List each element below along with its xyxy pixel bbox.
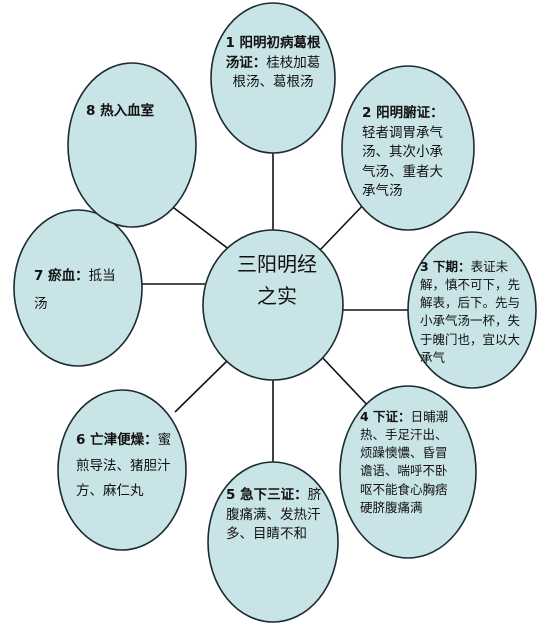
node-n3-body: 表证未解，慎不可下，先解表，后下。先与小承气汤一杯，失于魄门也，宜以大承气 (420, 259, 521, 365)
node-n2-head: 2 阳明腑证： (362, 105, 444, 121)
node-n6-text: 6 亡津便燥：蜜煎导法、猪胆汁方、麻仁丸 (76, 428, 172, 505)
node-n6-body: 蜜煎导法、猪胆汁方、麻仁丸 (76, 432, 172, 500)
node-n2-ellipse (341, 65, 475, 231)
center-line-1: 三阳明经 (237, 252, 317, 276)
center-line-2: 之实 (257, 284, 297, 308)
node-n6-ellipse (57, 389, 187, 551)
node-n7-text: 7 瘀血：抵当汤 (34, 262, 120, 319)
node-n5-body: 脐腹痛满、发热汗多、目睛不和 (226, 487, 322, 543)
node-n1-ellipse (210, 2, 336, 154)
node-n8-ellipse (67, 62, 197, 228)
node-n8-text: 8 热入血室 (86, 102, 186, 122)
node-n1-head: 1 阳明初病葛根汤证： (225, 35, 321, 71)
node-n6-head: 6 亡津便燥： (76, 432, 158, 448)
node-n7-ellipse (13, 209, 143, 367)
node-n4-text: 4 下证：日晡潮热、手足汗出、烦躁懊憹、昏冒谵语、喘呼不卧呕不能食心胸痞硬脐腹痛… (360, 408, 458, 517)
node-n8-head: 8 热入血室 (86, 103, 155, 119)
node-n2-body: 轻者调胃承气汤、其次小承气汤、重者大承气汤 (362, 124, 443, 200)
node-n3-ellipse (407, 231, 537, 389)
connector-n6 (174, 359, 229, 413)
node-n7-head: 7 瘀血： (34, 268, 89, 284)
connector-n8 (169, 204, 231, 251)
node-n5-head: 5 急下三证： (226, 487, 308, 503)
node-n4-body: 日晡潮热、手足汗出、烦躁懊憹、昏冒谵语、喘呼不卧呕不能食心胸痞硬脐腹痛满 (360, 409, 449, 515)
node-n1-body: 桂枝加葛根汤、葛根汤 (232, 54, 321, 91)
center-node-ellipse (202, 229, 344, 381)
node-n7-body: 抵当汤 (34, 268, 116, 313)
node-n5-ellipse (207, 461, 339, 623)
node-n3-head: 3 下期： (420, 259, 471, 274)
connector-n2 (319, 199, 369, 251)
node-n4-head: 4 下证： (360, 409, 411, 424)
node-n3-text: 3 下期：表证未解，慎不可下，先解表，后下。先与小承气汤一杯，失于魄门也，宜以大… (420, 258, 522, 367)
center-node-label: 三阳明经 之实 (218, 248, 336, 312)
node-n4-ellipse (339, 385, 477, 559)
node-n1-text: 1 阳明初病葛根汤证：桂枝加葛根汤、葛根汤 (224, 34, 322, 93)
node-n5-text: 5 急下三证：脐腹痛满、发热汗多、目睛不和 (226, 486, 322, 545)
connector-n4 (319, 354, 373, 411)
node-n2-text: 2 阳明腑证： 轻者调胃承气汤、其次小承气汤、重者大承气汤 (362, 104, 456, 202)
